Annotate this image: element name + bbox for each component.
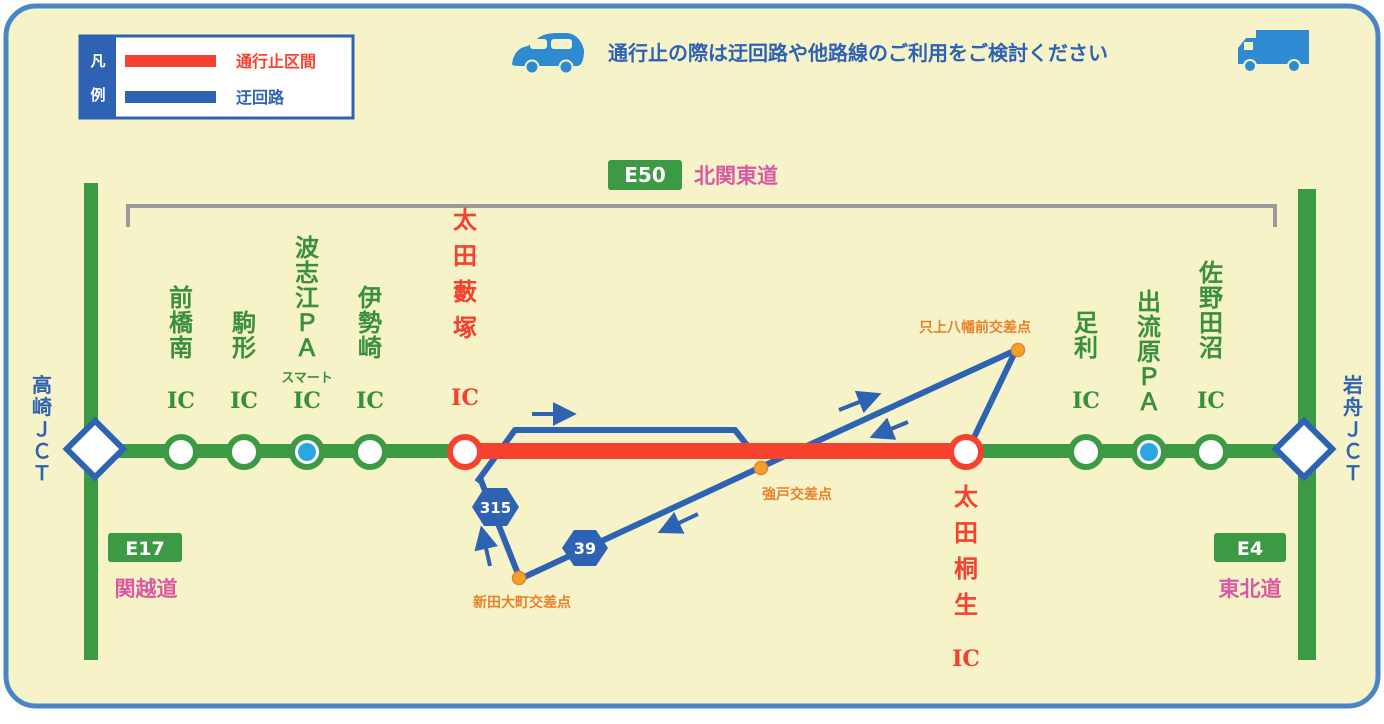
e4-name: 東北道 <box>1219 577 1282 601</box>
jct-right-diamond <box>1271 416 1337 482</box>
e17-badge-bg <box>108 533 182 562</box>
station-name: 駒形 <box>232 309 256 362</box>
e4-badge: E4 <box>1237 538 1263 560</box>
station-ic: 佐野田沼 IC <box>1193 259 1229 470</box>
ic-label: IC <box>451 385 479 411</box>
smart-ic-note: スマート <box>281 371 333 386</box>
e50-badge-bg <box>608 160 682 190</box>
jct-right-label: 岩舟ＪＣＴ <box>1342 373 1363 485</box>
station-closed-ic: 太田桐生 IC <box>948 434 984 672</box>
station-name: 前橋南 <box>169 284 194 362</box>
jct-left-label: 高崎ＪＣＴ <box>32 373 52 485</box>
station-marker <box>948 434 984 470</box>
direction-arrows <box>474 390 909 567</box>
route-shield-39: 39 <box>562 530 608 566</box>
station-name: 出流原ＰＡ <box>1137 288 1161 416</box>
ic-label: IC <box>230 388 258 414</box>
legend-box <box>78 34 355 120</box>
intersection-label: 新田大町交差点 <box>473 594 571 611</box>
station-ic: 前橋南 IC <box>163 284 199 470</box>
station-ic: 駒形 IC <box>226 309 262 470</box>
intersection-dot <box>1010 342 1026 358</box>
e50-bracket <box>126 204 1277 227</box>
car-icon <box>512 33 584 75</box>
station-pa: 出流原ＰＡ <box>1131 288 1167 470</box>
e17-badge: E17 <box>125 538 164 560</box>
legend-closed-swatch <box>125 55 216 67</box>
map-frame <box>3 3 1381 709</box>
jct-left-diamond <box>62 416 128 482</box>
closed-section <box>466 443 967 459</box>
ic-label: IC <box>1072 388 1100 414</box>
e17-name: 関越道 <box>115 577 178 601</box>
pa-dot <box>298 443 316 461</box>
notice-text: 通行止の際は迂回路や他路線のご利用をご検討ください <box>608 41 1108 65</box>
station-marker <box>226 434 262 470</box>
legend-detour-label: 迂回路 <box>236 88 285 107</box>
stations: 前橋南 IC 駒形 IC 波志江ＰＡ スマート IC 伊勢崎 IC 太田藪塚 IC 太田桐生 IC 足利 I… <box>163 206 1229 672</box>
route-number: 315 <box>480 499 511 517</box>
station-marker <box>447 434 483 470</box>
route-shield-315: 315 <box>472 488 519 526</box>
station-name: 足利 <box>1074 309 1098 362</box>
station-closed-ic: 太田藪塚 IC <box>447 206 483 470</box>
ic-label: IC <box>952 646 980 672</box>
station-marker <box>1068 434 1104 470</box>
ic-label: IC <box>1197 388 1225 414</box>
station-marker <box>163 434 199 470</box>
intersection-dot <box>511 570 527 586</box>
e4-badge-bg <box>1214 533 1286 562</box>
legend-closed-label: 通行止区間 <box>236 52 316 71</box>
ic-label: IC <box>293 388 321 414</box>
station-ic: 足利 IC <box>1068 309 1104 470</box>
station-name: 太田藪塚 <box>453 206 478 342</box>
legend-detour-swatch <box>125 91 216 103</box>
legend: 凡 例 通行止区間 迂回路 <box>78 34 355 120</box>
intersection-label: 只上八幡前交差点 <box>919 319 1031 336</box>
station-ic: 伊勢崎 IC <box>352 284 388 470</box>
station-name: 波志江ＰＡ <box>295 234 320 362</box>
station-name: 伊勢崎 <box>357 284 382 362</box>
station-name: 太田桐生 <box>954 483 979 619</box>
station-name: 佐野田沼 <box>1198 259 1223 362</box>
station-pa: 波志江ＰＡ スマート IC <box>281 234 333 470</box>
legend-header <box>80 36 116 118</box>
station-marker <box>1193 434 1229 470</box>
ic-label: IC <box>356 388 384 414</box>
legend-char-bottom: 例 <box>90 86 105 104</box>
legend-char-top: 凡 <box>90 52 105 70</box>
intersection-dot <box>753 460 769 476</box>
truck-icon <box>1238 30 1309 73</box>
ic-label: IC <box>167 388 195 414</box>
e50-name: 北関東道 <box>694 164 778 188</box>
route-number: 39 <box>574 539 596 558</box>
intersection-label: 強戸交差点 <box>762 486 832 503</box>
e50-badge: E50 <box>624 163 666 187</box>
pa-dot <box>1140 443 1158 461</box>
station-marker <box>352 434 388 470</box>
